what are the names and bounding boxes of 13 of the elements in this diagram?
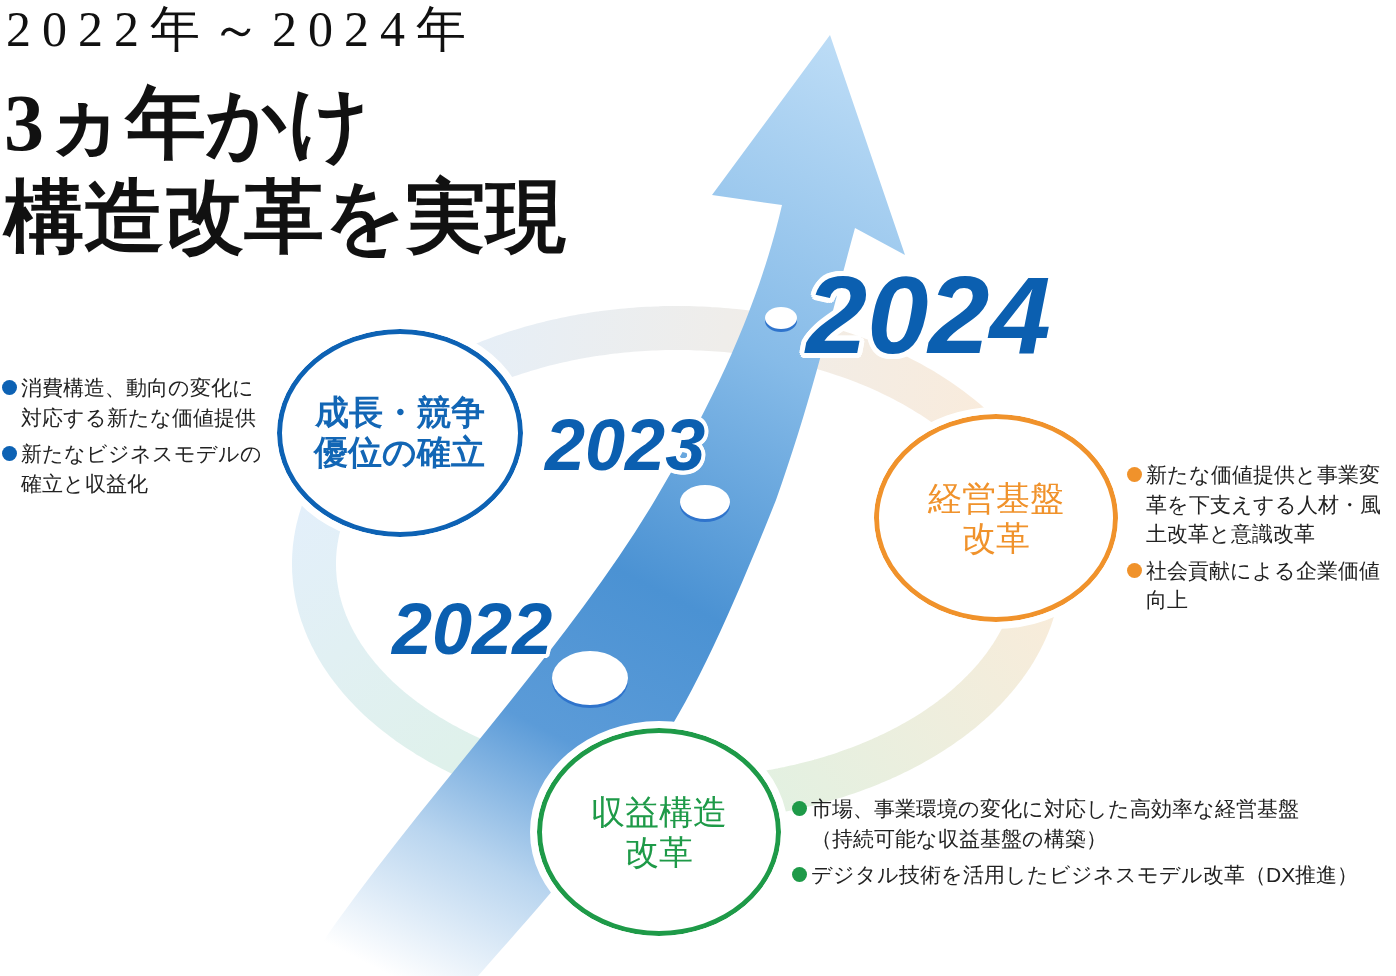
- year-label: 2024: [806, 260, 1052, 370]
- circle-title: 成長・競争優位の確立: [313, 393, 487, 473]
- bullet-text: 新たなビジネスモデルの確立と収益化: [21, 441, 263, 497]
- circle-title: 収益構造改革: [590, 792, 728, 872]
- circle-title: 経営基盤改革: [927, 478, 1065, 558]
- bullet-text: 市場、事業環境の変化に対応した高効率な経営基盤（持続可能な収益基盤の構築）: [811, 796, 1300, 852]
- bullet-text: 消費構造、動向の変化に対応する新たな価値提供: [21, 375, 257, 431]
- year-label: 2022: [392, 593, 554, 665]
- bullet-text: 社会貢献による企業価値向上: [1146, 557, 1381, 613]
- title-text: 3ヵ年かけ構造改革を実現: [4, 78, 567, 263]
- period-heading: 2022年～2024年: [6, 0, 477, 58]
- bullet-text: 新たな価値提供と事業変革を下支えする人材・風土改革と意識改革: [1146, 462, 1382, 547]
- bullet-text: デジタル技術を活用したビジネスモデル改革（DX推進）: [811, 862, 1360, 888]
